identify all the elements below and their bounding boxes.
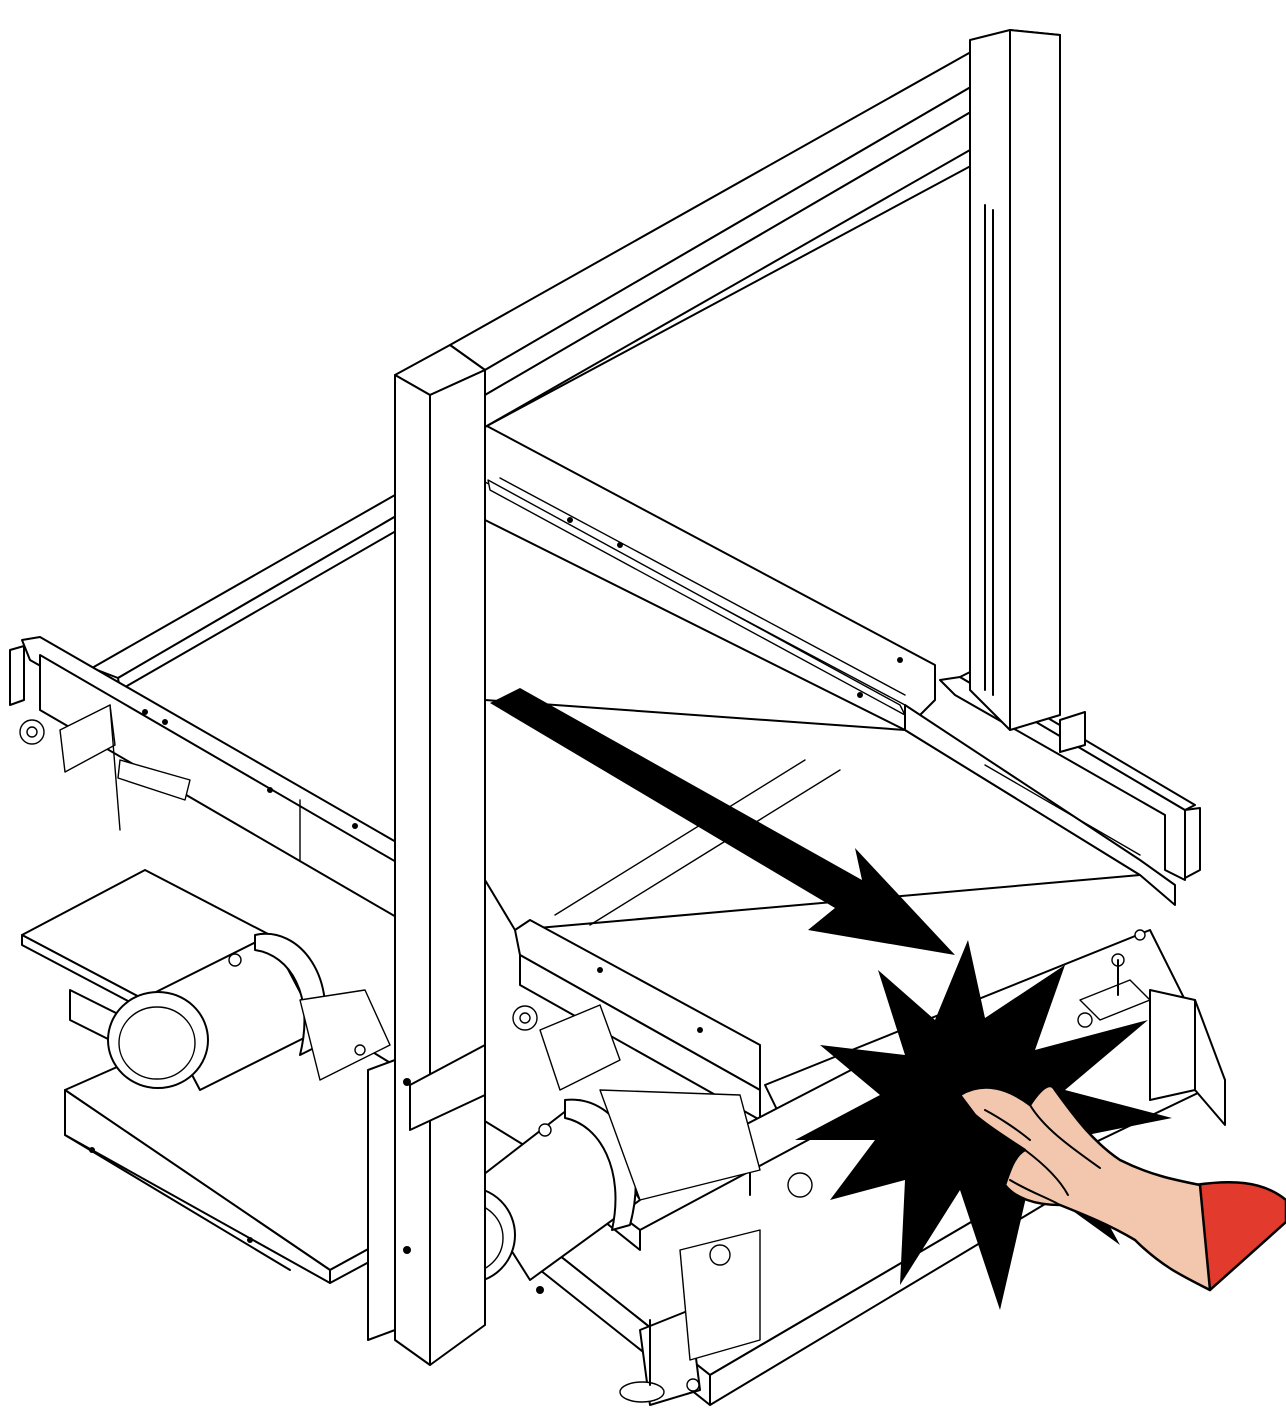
main-conveyor-bed (484, 424, 1141, 931)
direction-arrow-icon (490, 688, 955, 955)
hand-icon (958, 1084, 1286, 1292)
left-side-rail (9, 636, 411, 926)
overhead-frame (367, 29, 1061, 1366)
left-drive-motor (107, 932, 391, 1091)
impact-burst-icon (795, 940, 1172, 1310)
